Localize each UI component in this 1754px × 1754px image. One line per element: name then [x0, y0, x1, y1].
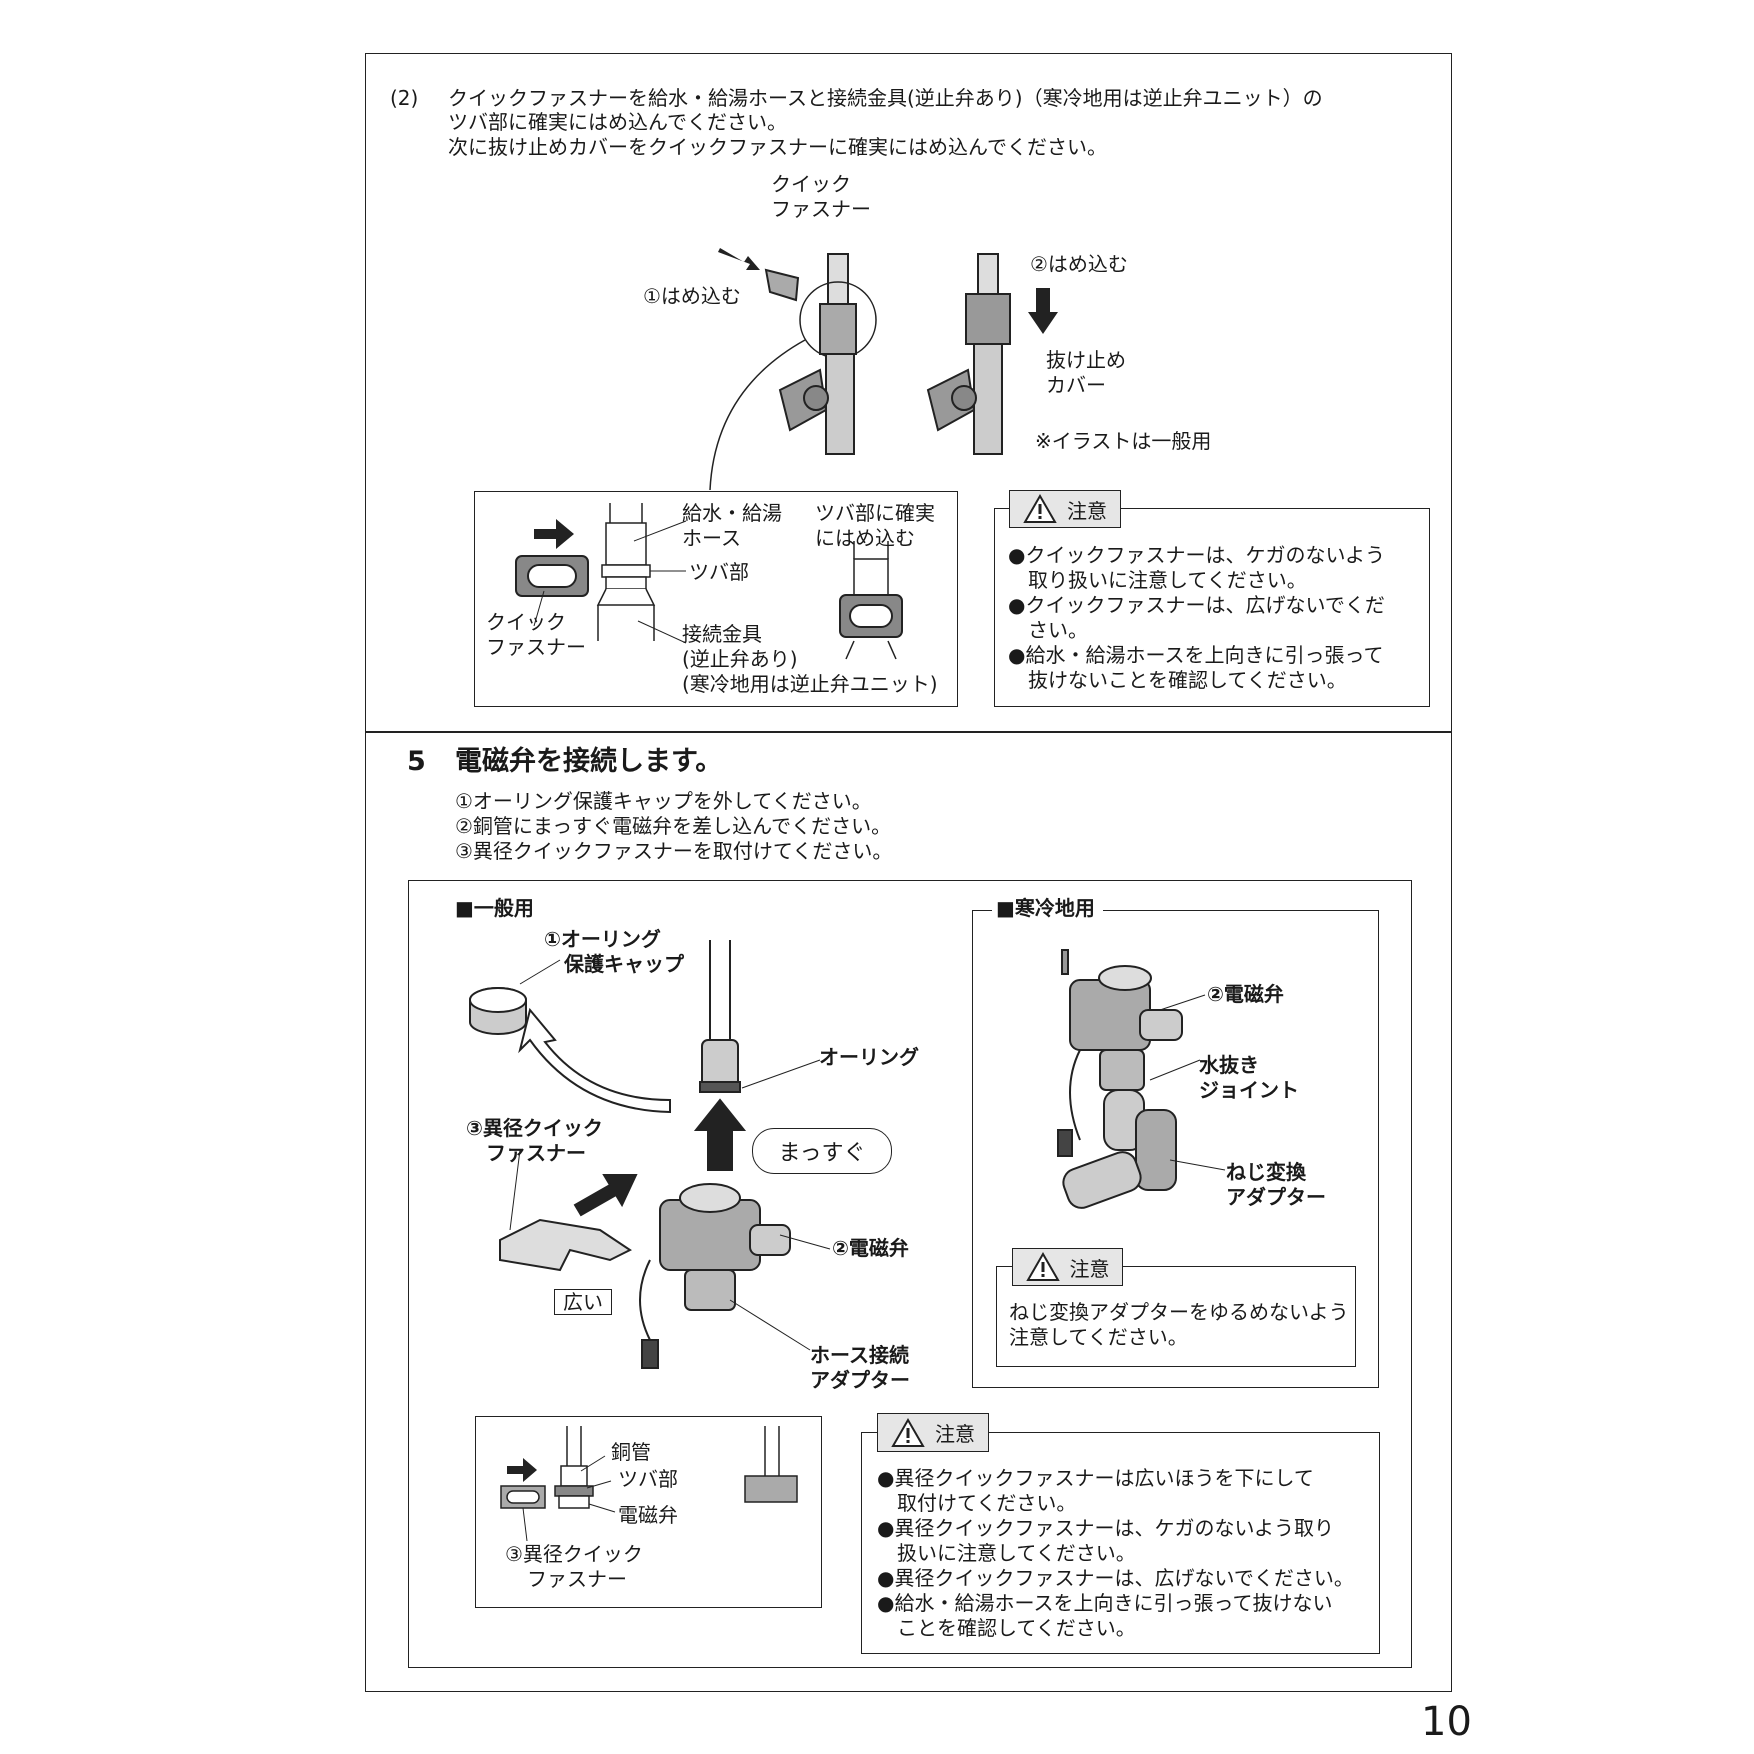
label-cold-valve: ②電磁弁 — [1207, 982, 1284, 1006]
label-hose-adapter: ホース接続アダプター — [810, 1343, 910, 1392]
general-title: ■一般用 — [455, 896, 534, 920]
wide-quick-fastener — [499, 1218, 632, 1272]
label-drain-joint: 水抜きジョイント — [1199, 1053, 1299, 1102]
faucet-right — [926, 253, 1011, 455]
arrow-down — [1028, 288, 1058, 334]
caution-line: ●異径クイックファスナーは広いほうを下にして — [877, 1466, 1314, 1490]
step5-item-1: ①オーリング保護キャップを外してください。 — [455, 789, 872, 813]
label-detail-flange: ツバ部 — [618, 1467, 678, 1491]
caution-title: 注意 — [935, 1422, 975, 1446]
step5-figure-box — [408, 880, 1412, 1668]
step2-number: (2) — [390, 86, 419, 110]
caution-line: 注意してください。 — [1009, 1325, 1188, 1349]
wide-fastener-detail-drawing — [500, 1426, 798, 1542]
label-hose: 給水・給湯ホース — [682, 501, 782, 550]
caution-line: 扱いに注意してください。 — [877, 1541, 1136, 1565]
caution-line: 抜けないことを確認してください。 — [1008, 668, 1347, 692]
label-quick-fastener: クイックファスナー — [771, 172, 871, 221]
arrow-right-icon — [507, 1458, 537, 1482]
caution-line: さい。 — [1008, 618, 1088, 642]
label-insert-firmly: ツバ部に確実にはめ込む — [815, 501, 935, 550]
label-flange: ツバ部 — [689, 560, 749, 584]
label-copper-pipe: 銅管 — [611, 1440, 651, 1464]
illustration-note: ※イラストは一般用 — [1035, 429, 1212, 453]
faucet-illustration — [709, 248, 1058, 491]
page-frame — [365, 53, 1452, 1692]
label-insert-1: ①はめ込む — [643, 284, 741, 308]
arrow-diag — [573, 1174, 638, 1217]
caution-tab-step5: 注意 — [877, 1413, 989, 1452]
caution-title: 注意 — [1069, 1256, 1110, 1281]
warning-triangle-icon — [891, 1417, 925, 1447]
straight-label: まっすぐ — [752, 1128, 892, 1174]
step5-item-2: ②銅管にまっすぐ電磁弁を差し込んでください。 — [455, 814, 892, 838]
label-detail-fastener: ③異径クイックファスナー — [505, 1542, 643, 1591]
caution-line: ●異径クイックファスナーは、ケガのないよう取り — [877, 1516, 1335, 1540]
label-detail-quick-fastener: クイックファスナー — [486, 610, 586, 659]
label-solenoid-valve: ②電磁弁 — [832, 1236, 909, 1260]
cold-title: ■寒冷地用 — [992, 896, 1103, 921]
warning-triangle-icon — [1023, 494, 1057, 523]
wide-fastener-detail-box — [475, 1416, 822, 1608]
label-thread-adapter: ねじ変換アダプター — [1226, 1160, 1326, 1209]
step5-title: 電磁弁を接続します。 — [455, 746, 723, 777]
label-insert-2: ②はめ込む — [1030, 252, 1128, 276]
step2-line-2: ツバ部に確実にはめ込んでください。 — [448, 110, 787, 134]
caution-box-step2 — [994, 508, 1430, 707]
caution-tab-cold: 注意 — [1012, 1248, 1123, 1286]
faucet-left — [778, 253, 877, 455]
general-valve-illustration — [469, 940, 831, 1369]
caution-text-step5: ●異径クイックファスナーは広いほうを下にして 取付けてください。 ●異径クイック… — [877, 1466, 1354, 1641]
label-wide: 広い — [554, 1289, 612, 1315]
caution-line: ことを確認してください。 — [877, 1616, 1136, 1640]
caution-line: ●給水・給湯ホースを上向きに引っ張って — [1008, 643, 1384, 667]
step2-line-3: 次に抜け止めカバーをクイックファスナーに確実にはめ込んでください。 — [448, 135, 1107, 159]
caution-text-cold: ねじ変換アダプターをゆるめないよう 注意してください。 — [1009, 1300, 1349, 1350]
step2-line-1: クイックファスナーを給水・給湯ホースと接続金具(逆止弁あり)（寒冷地用は逆止弁ユ… — [448, 86, 1323, 110]
label-detail-valve: 電磁弁 — [618, 1503, 678, 1527]
caution-line: 取付けてください。 — [877, 1491, 1077, 1515]
label-wide-fastener: ③異径クイックファスナー — [466, 1116, 603, 1165]
label-oring-cap: ①オーリング保護キャップ — [544, 927, 684, 976]
curved-arrow — [518, 1007, 671, 1114]
caution-line: ねじ変換アダプターをゆるめないよう — [1009, 1300, 1349, 1324]
warning-triangle-icon — [1025, 1252, 1060, 1281]
label-fitting: 接続金具(逆止弁あり)(寒冷地用は逆止弁ユニット) — [682, 622, 938, 696]
page-number: 10 — [1421, 1699, 1472, 1745]
quick-fastener-part — [764, 268, 800, 302]
caution-title: 注意 — [1067, 498, 1107, 523]
caution-line: ●異径クイックファスナーは、広げないでください。 — [877, 1566, 1354, 1590]
section-divider — [365, 731, 1452, 733]
arrow-up — [693, 1098, 747, 1171]
label-stopper-cover: 抜け止めカバー — [1046, 348, 1126, 397]
caution-line: 取り扱いに注意してください。 — [1008, 568, 1307, 592]
caution-line: ●給水・給湯ホースを上向きに引っ張って抜けない — [877, 1591, 1333, 1615]
fastener-detail-drawing — [515, 503, 903, 660]
leader-line — [709, 339, 806, 491]
label-oring: オーリング — [819, 1045, 919, 1069]
caution-line: ●クイックファスナーは、ケガのないよう — [1008, 543, 1386, 567]
arrow-right — [718, 248, 760, 270]
arrow-right-icon — [534, 519, 574, 549]
caution-box-step5 — [861, 1432, 1380, 1654]
cold-valve-illustration — [1057, 949, 1226, 1209]
step5-number: 5 — [407, 746, 426, 777]
caution-tab-step2: 注意 — [1009, 490, 1121, 528]
caution-line: ●クイックファスナーは、広げないでくだ — [1008, 593, 1385, 617]
caution-text-step2: ●クイックファスナーは、ケガのないよう 取り扱いに注意してください。 ●クイック… — [1008, 543, 1385, 693]
step5-item-3: ③異径クイックファスナーを取付けてください。 — [455, 839, 893, 863]
